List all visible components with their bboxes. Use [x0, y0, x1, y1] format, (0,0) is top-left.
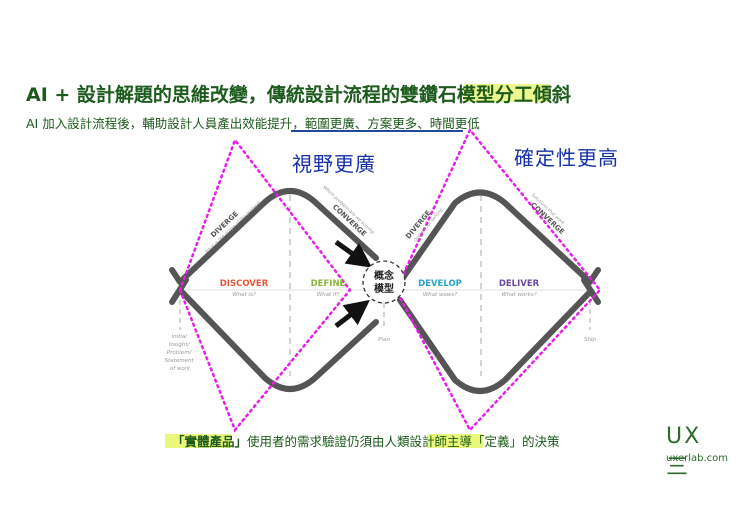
start-label-line: Initial [172, 334, 188, 340]
phase-discover-label: DISCOVER [220, 279, 269, 289]
diamond-right-cross [581, 277, 601, 305]
converge-sub-left: Which problem are we solving [321, 185, 375, 236]
footer-highlight-2 [427, 434, 483, 448]
dotted-diamond-right [394, 127, 602, 433]
arrow-in-lower [334, 299, 370, 328]
subtitle-underline [291, 130, 463, 132]
start-label-line: Problem/ [167, 350, 193, 356]
diamond-left-lower [177, 287, 379, 392]
phase-define-label: DEFINE [311, 279, 346, 289]
phase-define-question: What if? [317, 292, 340, 298]
subtitle-main: AI 加入設計流程後，輔助設計人員產出效能提升， [26, 116, 305, 131]
diamond-left-cross [169, 277, 189, 305]
phase-discover-question: What is? [232, 292, 256, 298]
brand-logo: UX 三 uxerlab.com [662, 424, 734, 480]
handwritten-note-left: 視野更廣 [292, 152, 376, 176]
dotted-diamond-left [178, 137, 352, 433]
ship-label: Ship [584, 337, 597, 343]
logo-url: uxerlab.com [666, 453, 729, 464]
plan-label: Plan [378, 337, 390, 343]
footer-note: 「實體產品」使用者的需求驗證仍須由人類設計師主導「定義」的決策 [172, 431, 592, 450]
logo-mark: UX 三 [666, 424, 702, 480]
start-label-line: Statement [165, 358, 195, 364]
phase-deliver-label: DELIVER [499, 279, 540, 289]
arrow-in-upper [334, 239, 373, 268]
phase-develop-question: What wows? [423, 292, 457, 298]
diamond-right-upper [397, 189, 601, 285]
center-circle [362, 260, 406, 304]
page-subtitle: AI 加入設計流程後，輔助設計人員產出效能提升，範圍更廣、方案更多、時間更低 [26, 113, 546, 132]
phase-deliver-question: What works? [501, 292, 536, 298]
footer-quote-1: 「實體產品」 [172, 434, 248, 449]
center-label-line2: 模型 [374, 282, 394, 295]
start-label: Initial Insight/ Problem/ Statement of w… [165, 334, 196, 372]
start-label-line: of work [170, 366, 191, 372]
diamond-left-upper [169, 188, 379, 285]
subtitle-highlight: 範圍更廣、方案更多、時間更低 [304, 116, 480, 131]
footer-highlight-1 [165, 434, 231, 448]
handwritten-note-right: 確定性更高 [514, 146, 619, 170]
diamond-right-lower [397, 289, 593, 394]
footer-text-2: 的決策 [522, 434, 560, 449]
footer-quote-2: 「定義」 [472, 434, 523, 449]
page-title: AI + 設計解題的思維改變，傳統設計流程的雙鑽石模型分工傾斜 [26, 84, 571, 106]
start-label-line: Insight/ [169, 342, 191, 348]
center-label-line1: 概念 [374, 269, 394, 282]
diverge-sub-left: What is the scope of the problem [204, 199, 263, 255]
phase-develop-label: DEVELOP [418, 279, 462, 289]
footer-text-1: 使用者的需求驗證仍須由人類設計師主導 [247, 434, 473, 449]
title-highlight [464, 84, 550, 102]
